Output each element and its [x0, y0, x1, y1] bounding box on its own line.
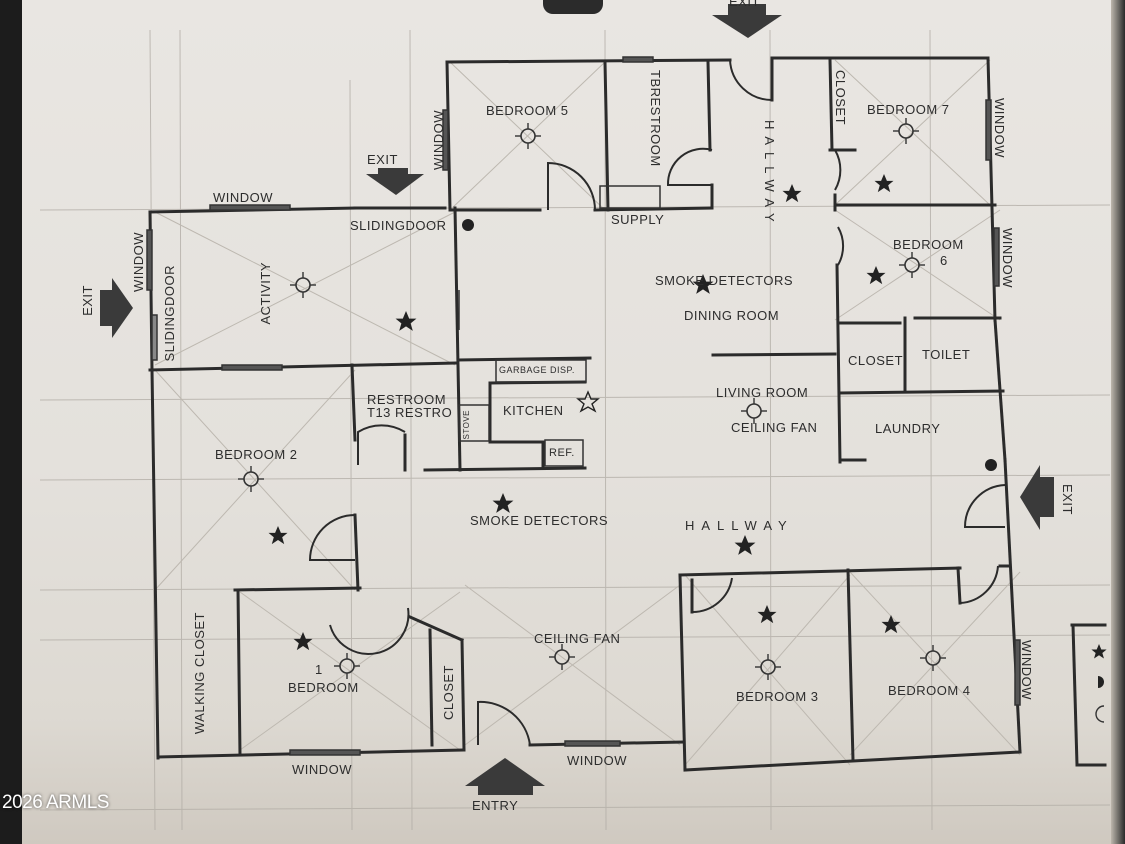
fixture-label-supply: SUPPLY: [611, 212, 665, 227]
opening-label-window-activity-top: WINDOW: [213, 190, 274, 205]
room-label-bedroom-1: BEDROOM: [288, 680, 359, 695]
room-label-dining-room: DINING ROOM: [684, 308, 780, 323]
room-label-hallway-bottom: HALLWAY: [685, 518, 794, 533]
opening-label-window-center: WINDOW: [567, 753, 628, 768]
room-label-bedroom-6-number: 6: [940, 253, 948, 268]
fixture-label-stove: STOVE: [462, 410, 471, 440]
exit-label-left: EXIT: [80, 285, 95, 316]
opening-label-window-bedroom1: WINDOW: [292, 762, 353, 777]
exit-label-top: EXIT: [729, 0, 760, 9]
room-label-bedroom-7: BEDROOM 7: [867, 102, 950, 117]
room-label-bedroom-1-number: 1: [315, 662, 323, 677]
room-label-bedroom-6: BEDROOM: [893, 237, 964, 252]
frame-clip: [543, 0, 603, 14]
opening-label-window-bedroom6: WINDOW: [1000, 228, 1015, 289]
opening-label-window-bedroom4: WINDOW: [1019, 640, 1034, 701]
room-label-closet-top: CLOSET: [833, 70, 848, 126]
room-label-bedroom-3: BEDROOM 3: [736, 689, 819, 704]
room-label-tb-restroom: TBRESTROOM: [648, 70, 663, 167]
exit-label-entry: ENTRY: [472, 798, 519, 813]
room-label-bedroom-5: BEDROOM 5: [486, 103, 569, 118]
fixture-label-ceiling-fan-living: CEILING FAN: [731, 420, 818, 435]
opening-label-window-activity-left: WINDOW: [131, 232, 146, 293]
room-label-kitchen: KITCHEN: [503, 403, 564, 418]
room-label-restroom-sub: T13 RESTRO: [367, 405, 453, 420]
room-label-living-room: LIVING ROOM: [716, 385, 809, 400]
room-label-closet-bottom: CLOSET: [441, 665, 456, 721]
room-label-laundry: LAUNDRY: [875, 421, 941, 436]
frame-edge: [1111, 0, 1125, 844]
fixture-label-ceiling-fan-center: CEILING FAN: [534, 631, 621, 646]
exit-label-top-left: EXIT: [367, 152, 398, 167]
opening-label-sliding-door-top: SLIDINGDOOR: [350, 218, 447, 233]
room-label-closet-mid: CLOSET: [848, 353, 904, 368]
room-label-toilet: TOILET: [922, 347, 971, 362]
opening-label-window-bedroom5: WINDOW: [431, 110, 446, 171]
fixture-label-smoke-detectors-top: SMOKE DETECTORS: [655, 273, 794, 288]
watermark: 2026 ARMLS: [2, 792, 109, 813]
room-label-hallway-top: HALLWAY: [762, 120, 777, 229]
opening-label-sliding-door-left: SLIDINGDOOR: [162, 265, 177, 362]
room-label-walking-closet: WALKING CLOSET: [192, 612, 207, 735]
fixture-label-refrigerator: REF.: [549, 447, 575, 459]
fixture-label-smoke-detectors-mid: SMOKE DETECTORS: [470, 513, 609, 528]
exit-label-right: EXIT: [1060, 484, 1075, 515]
opening-label-window-bedroom7: WINDOW: [992, 98, 1007, 159]
room-label-bedroom-2: BEDROOM 2: [215, 447, 298, 462]
fixture-label-garbage-disposal: GARBAGE DISP.: [499, 365, 575, 375]
room-label-bedroom-4: BEDROOM 4: [888, 683, 971, 698]
room-label-restroom: RESTROOM: [367, 392, 447, 407]
room-label-activity: ACTIVITY: [258, 262, 273, 325]
